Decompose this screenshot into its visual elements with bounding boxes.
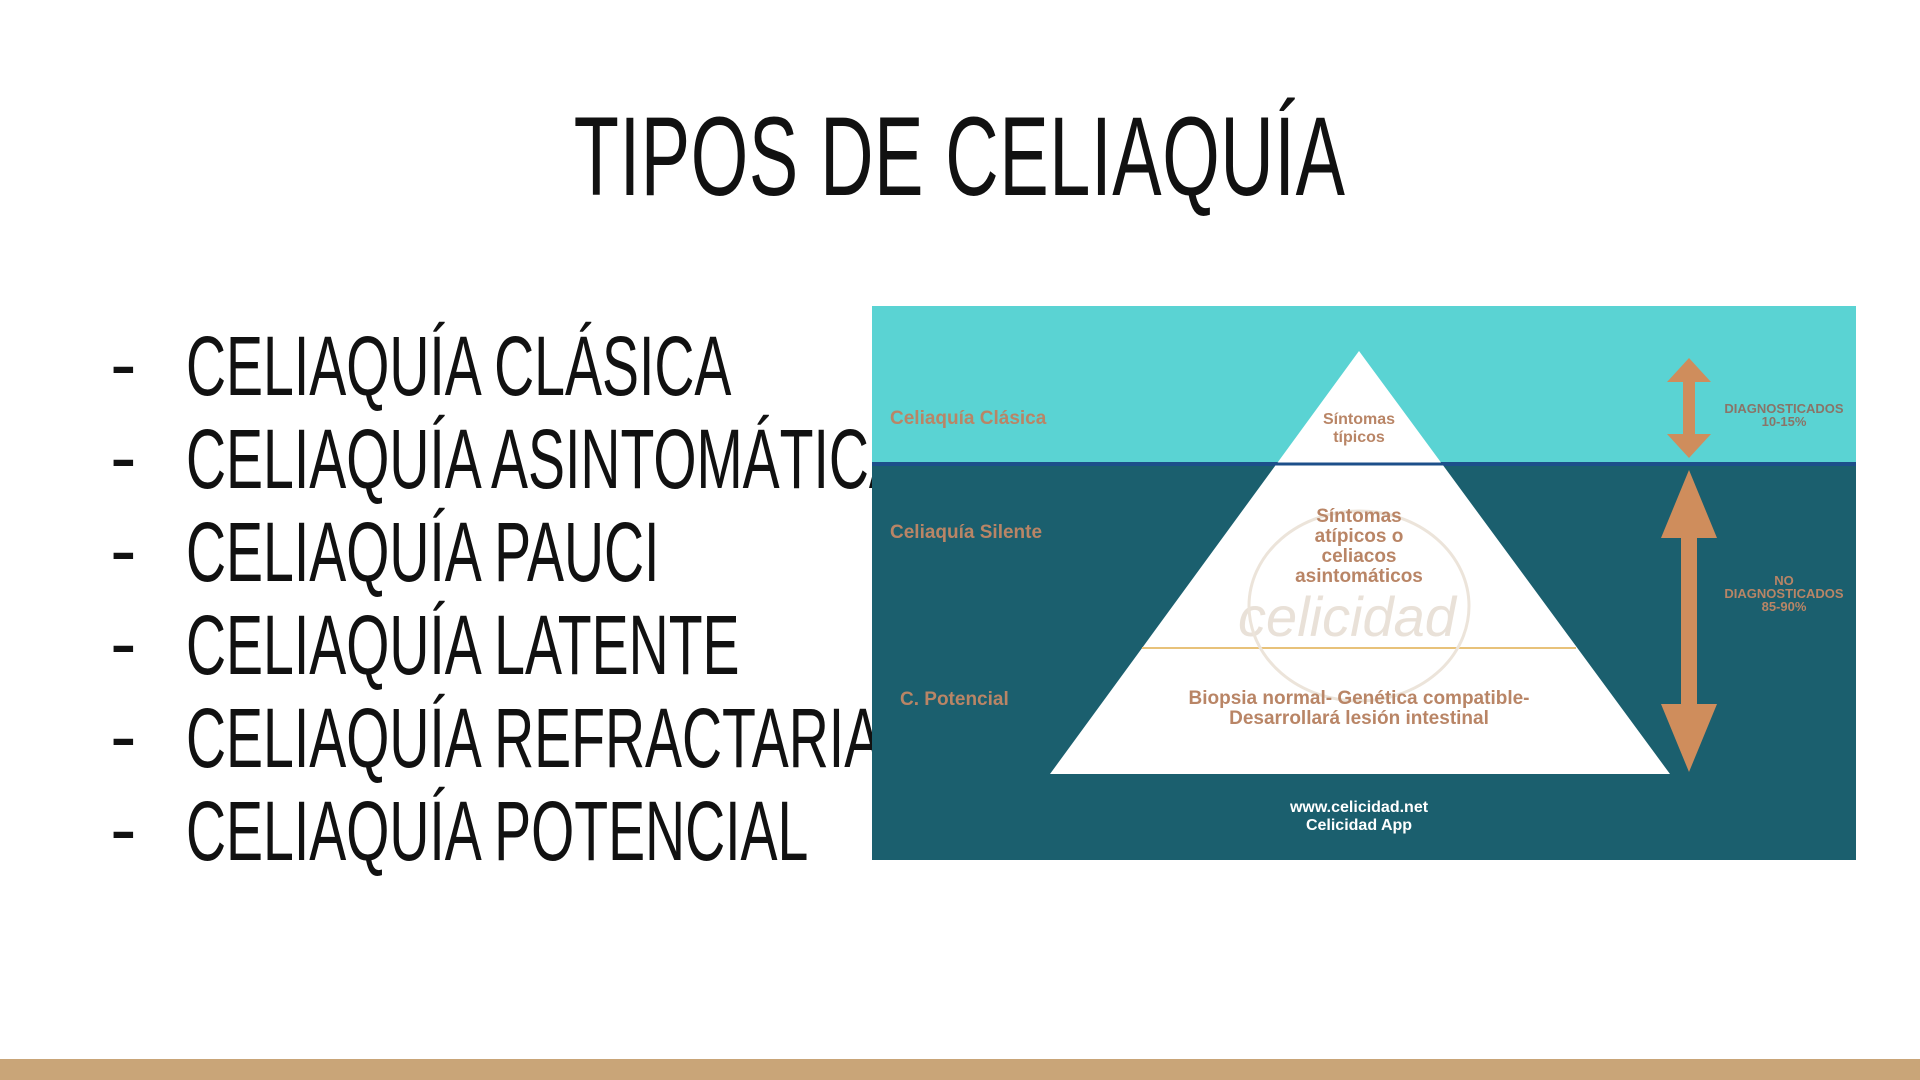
undiagnosed-label-2: DIAGNOSTICADOS xyxy=(1724,586,1844,601)
middle-text-2: atípicos o xyxy=(1315,526,1404,547)
base-text-1: Biopsia normal- Genética compatible- xyxy=(1188,688,1529,709)
celiac-iceberg-pyramid-image: celicidad Celiaquía Clásica Celiaquía Si… xyxy=(872,306,1856,860)
diagnosed-label-1: DIAGNOSTICADOS xyxy=(1724,401,1844,416)
undiagnosed-label-1: NO xyxy=(1774,573,1794,588)
bottom-accent-bar xyxy=(0,1059,1920,1080)
watermark-circle xyxy=(1247,509,1471,703)
base-text-2: Desarrollará lesión intestinal xyxy=(1229,708,1489,729)
tip-text-1: Síntomas xyxy=(1323,411,1395,428)
undiagnosed-label-3: 85-90% xyxy=(1762,599,1807,614)
watermark-logo: celicidad xyxy=(1238,585,1458,648)
label-potencial: C. Potencial xyxy=(900,689,1009,710)
middle-text-1: Síntomas xyxy=(1316,506,1402,527)
tip-text-2: típicos xyxy=(1333,429,1385,446)
middle-text-3: celiacos xyxy=(1322,546,1397,567)
diagnosed-label-2: 10-15% xyxy=(1762,414,1807,429)
footer-url: www.celicidad.net xyxy=(1289,799,1429,816)
label-silente: Celiaquía Silente xyxy=(890,522,1042,543)
middle-text-4: asintomáticos xyxy=(1295,566,1423,587)
footer-app: Celicidad App xyxy=(1306,817,1412,834)
undiagnosed-arrow-icon xyxy=(1661,470,1717,772)
label-clasica: Celiaquía Clásica xyxy=(890,408,1047,429)
pyramid xyxy=(1050,351,1670,774)
slide-title: TIPOS DE CELIAQUÍA xyxy=(574,94,1346,219)
diagnosed-arrow-icon xyxy=(1667,358,1711,458)
